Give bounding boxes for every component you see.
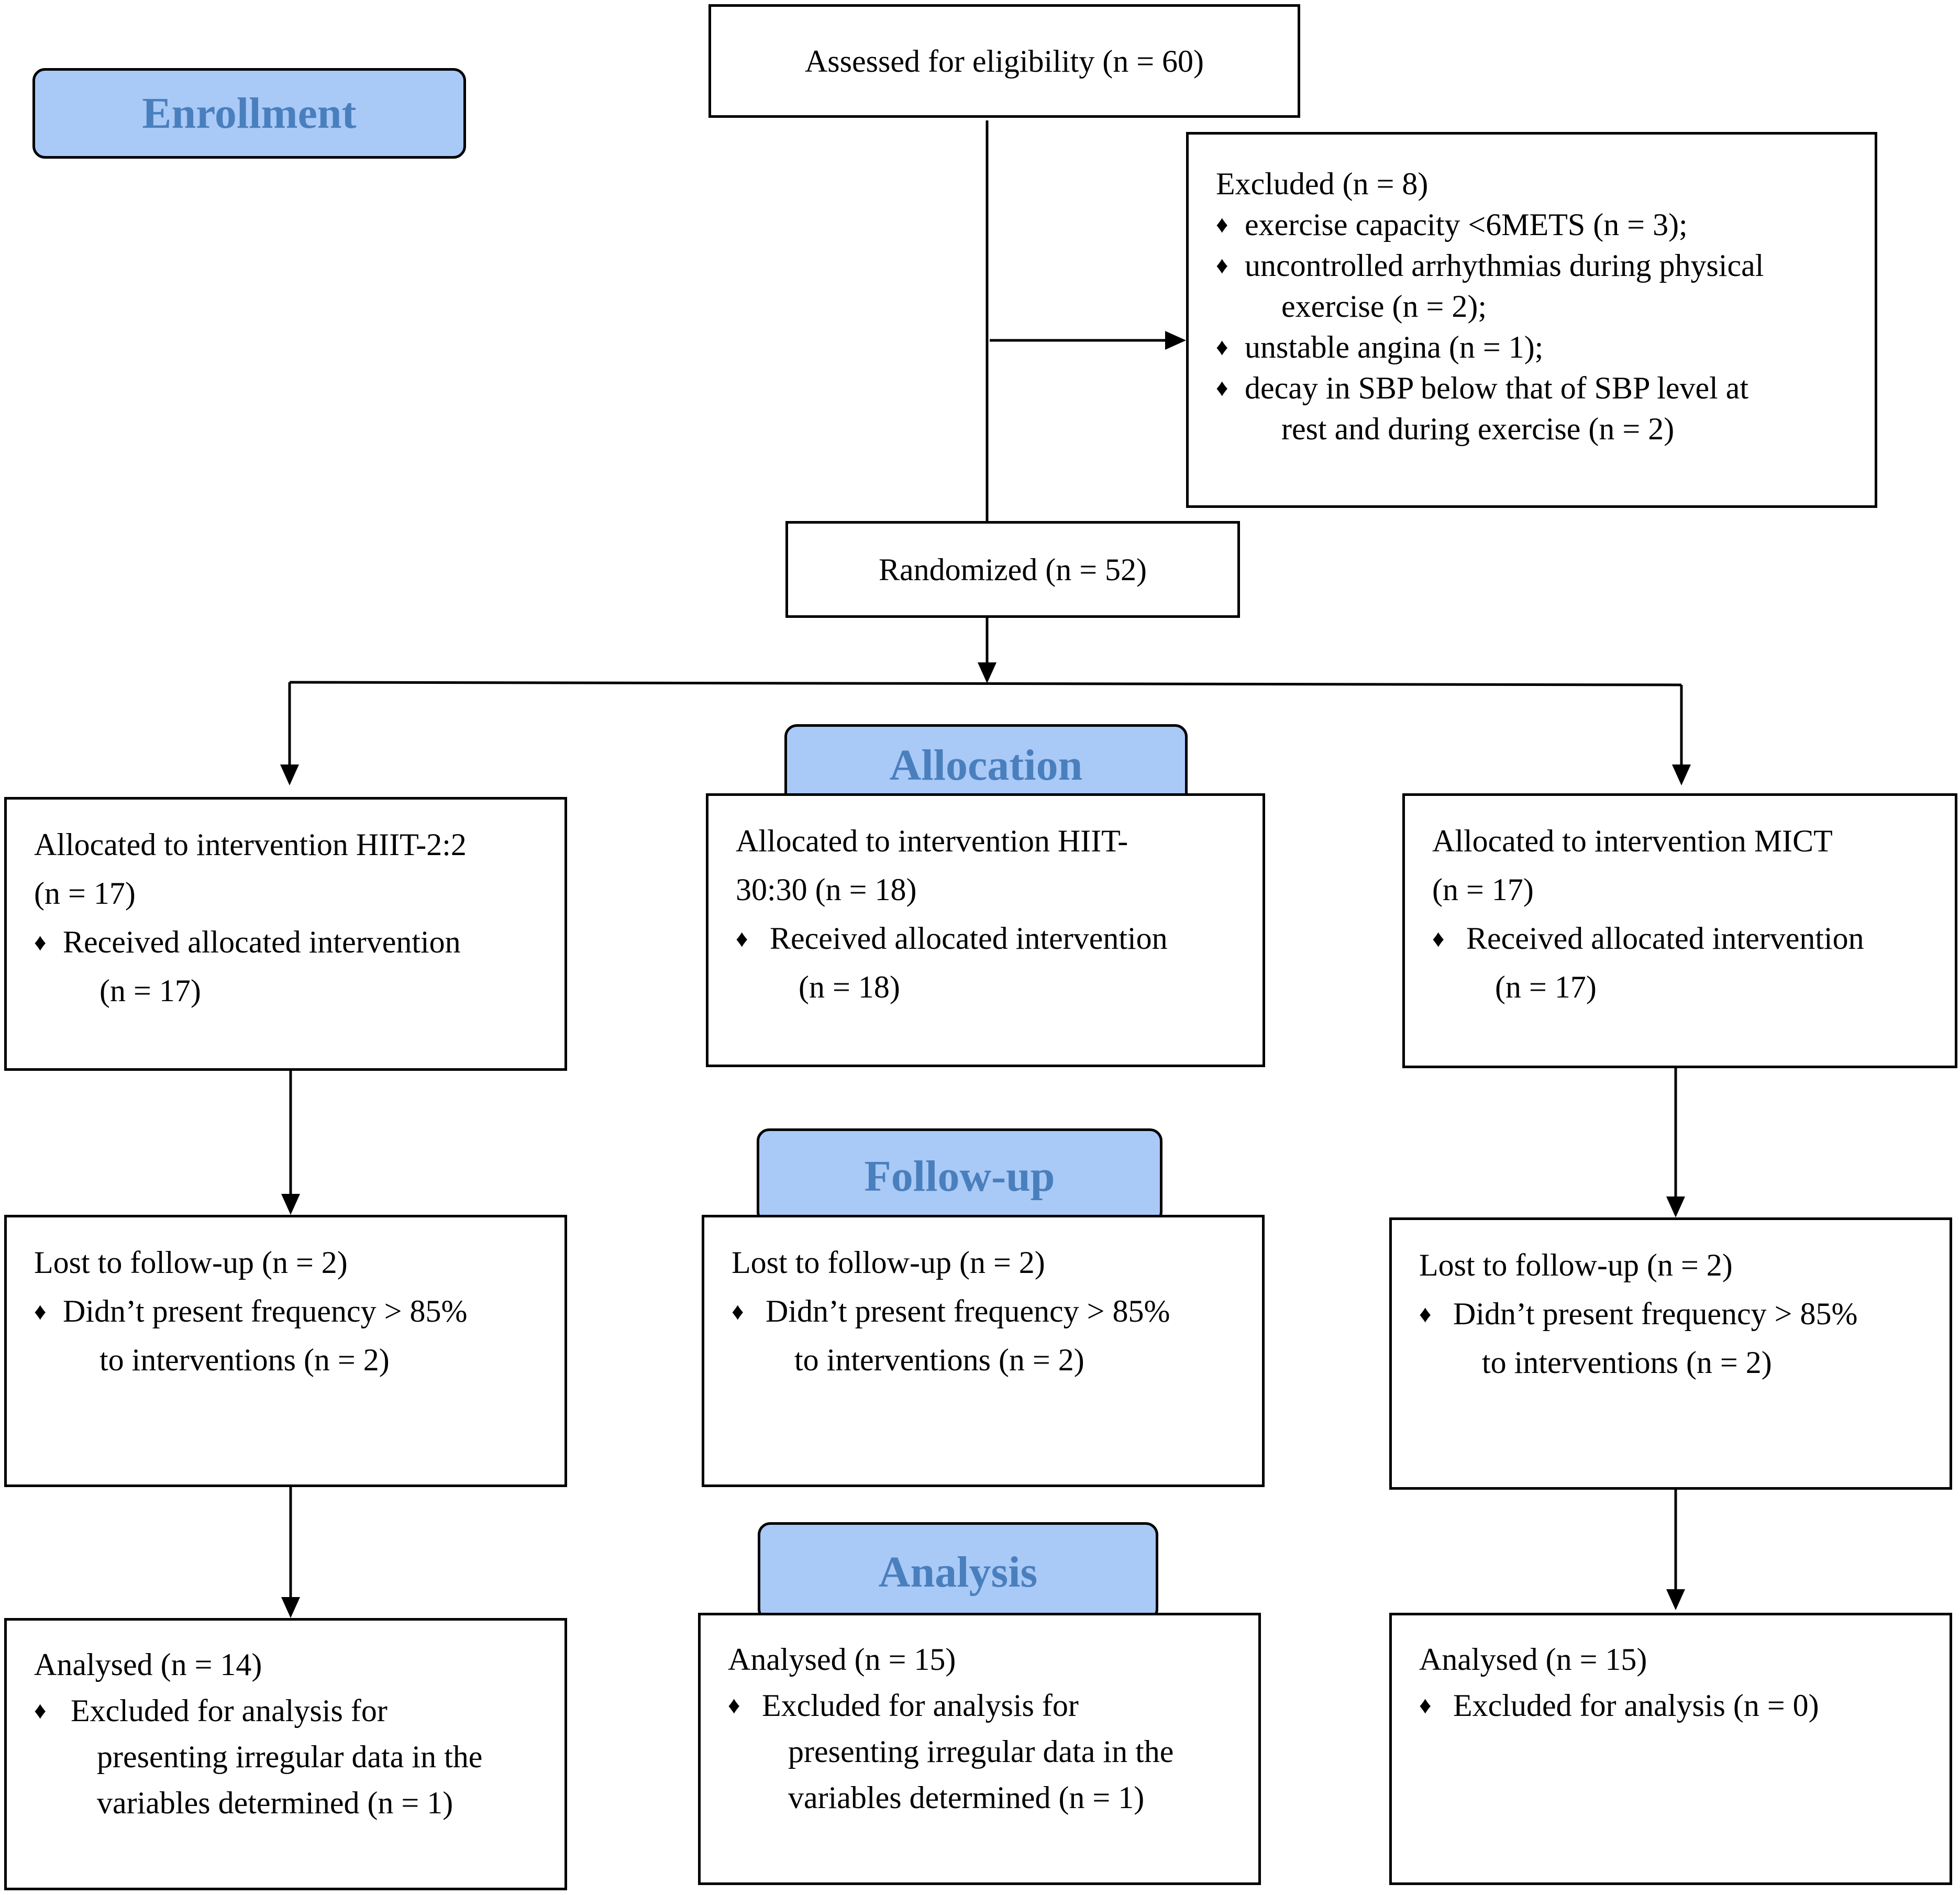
analysis-item-text: Excluded for analysis for [762, 1688, 1079, 1723]
left-branch-arrowhead [280, 764, 299, 785]
allocation-title: Allocated to intervention MICT [1432, 824, 1833, 858]
bullet-diamond-icon: ♦ [34, 1697, 47, 1724]
excluded-item-line: unstable angina (n = 1); [1245, 330, 1544, 364]
stage-followup: Follow-up [757, 1128, 1162, 1224]
allocation-item-count: (n = 17) [99, 973, 201, 1008]
bullet-diamond-icon: ♦ [1216, 252, 1228, 279]
followup-title: Lost to follow-up (n = 2) [34, 1245, 348, 1280]
exclusion-arrowhead [1165, 331, 1186, 350]
excluded-item-line: uncontrolled arrhythmias during physical [1245, 248, 1764, 283]
allocation-item-count: (n = 18) [799, 970, 900, 1004]
analysis-item: ♦ Excluded for analysis (n = 0) [1419, 1682, 1934, 1728]
bullet-diamond-icon: ♦ [1216, 334, 1228, 360]
excluded-item-line: decay in SBP below that of SBP level at [1245, 371, 1749, 405]
bullet-diamond-icon: ♦ [1432, 925, 1445, 952]
stage-analysis: Analysis [758, 1522, 1158, 1622]
excluded-item-continuation: rest and during exercise (n = 2) [1281, 412, 1675, 446]
analysis-item-text: Excluded for analysis (n = 0) [1453, 1688, 1819, 1723]
allocation-item-count: (n = 17) [1495, 970, 1597, 1004]
assessed-text: Assessed for eligibility (n = 60) [804, 43, 1204, 79]
allocation-item: ♦ Received allocated intervention (n = 1… [1432, 914, 1939, 1012]
right-followup-arrowhead [1666, 1589, 1685, 1610]
analysis-item-text: Excluded for analysis for [71, 1693, 387, 1728]
followup-item-text: Didn’t present frequency > 85% [1453, 1296, 1858, 1331]
allocation-box-middle: Allocated to intervention HIIT- 30:30 (n… [706, 793, 1265, 1067]
allocation-title: Allocated to intervention HIIT-2:2 [34, 827, 467, 862]
analysis-item: ♦ Excluded for analysis for presenting i… [34, 1688, 549, 1826]
right-branch-arrowhead [1672, 764, 1691, 785]
analysis-title: Analysed (n = 14) [34, 1647, 262, 1682]
followup-item-cont: to interventions (n = 2) [1482, 1345, 1772, 1380]
allocation-item-text: Received allocated intervention [63, 925, 461, 959]
analysis-item-cont: presenting irregular data in the [97, 1739, 483, 1774]
excluded-title: Excluded (n = 8) [1216, 167, 1429, 201]
excluded-item-continuation: exercise (n = 2); [1281, 289, 1487, 324]
analysis-item-cont: variables determined (n = 1) [788, 1780, 1145, 1815]
analysis-box-middle: Analysed (n = 15) ♦ Excluded for analysi… [698, 1613, 1261, 1885]
bullet-diamond-icon: ♦ [34, 1298, 47, 1325]
excluded-item: ♦ unstable angina (n = 1); [1216, 327, 1854, 368]
followup-item: ♦ Didn’t present frequency > 85% to inte… [34, 1287, 549, 1384]
excluded-item: ♦ uncontrolled arrhythmias during physic… [1216, 245, 1854, 327]
randomized-text: Randomized (n = 52) [878, 552, 1147, 587]
excluded-item-line: exercise capacity <6METS (n = 3); [1245, 207, 1688, 242]
excluded-item: ♦ exercise capacity <6METS (n = 3); [1216, 204, 1854, 245]
followup-item: ♦ Didn’t present frequency > 85% to inte… [732, 1287, 1246, 1384]
randomized-box: Randomized (n = 52) [785, 521, 1240, 618]
assessed-box: Assessed for eligibility (n = 60) [708, 4, 1300, 118]
followup-item-text: Didn’t present frequency > 85% [63, 1294, 468, 1328]
randomize-arrowhead [978, 662, 996, 683]
analysis-item: ♦ Excluded for analysis for presenting i… [728, 1682, 1243, 1821]
followup-box-middle: Lost to follow-up (n = 2) ♦ Didn’t prese… [702, 1215, 1265, 1487]
bullet-diamond-icon: ♦ [1216, 211, 1228, 238]
allocation-item: ♦ Received allocated intervention (n = 1… [736, 914, 1247, 1012]
allocation-item-text: Received allocated intervention [770, 921, 1168, 956]
followup-title: Lost to follow-up (n = 2) [732, 1245, 1045, 1280]
allocation-title-cont: (n = 17) [1432, 872, 1534, 907]
allocation-title-cont: (n = 17) [34, 876, 136, 911]
allocation-box-right: Allocated to intervention MICT (n = 17) … [1402, 793, 1957, 1068]
allocation-box-left: Allocated to intervention HIIT-2:2 (n = … [4, 797, 567, 1071]
left-alloc-arrowhead [281, 1194, 300, 1215]
bullet-diamond-icon: ♦ [1419, 1692, 1432, 1719]
followup-item-cont: to interventions (n = 2) [99, 1343, 390, 1377]
bullet-diamond-icon: ♦ [736, 925, 748, 952]
allocation-title: Allocated to intervention HIIT- [736, 824, 1128, 858]
bullet-diamond-icon: ♦ [34, 929, 47, 956]
allocation-item: ♦ Received allocated intervention (n = 1… [34, 918, 549, 1015]
left-followup-arrowhead [281, 1597, 300, 1618]
analysis-item-cont: variables determined (n = 1) [97, 1786, 453, 1820]
followup-box-left: Lost to follow-up (n = 2) ♦ Didn’t prese… [4, 1215, 567, 1487]
allocation-title-cont: 30:30 (n = 18) [736, 872, 917, 907]
analysis-box-right: Analysed (n = 15) ♦ Excluded for analysi… [1389, 1613, 1952, 1885]
analysis-title: Analysed (n = 15) [1419, 1642, 1647, 1677]
split-line [289, 681, 1682, 686]
analysis-item-cont: presenting irregular data in the [788, 1734, 1174, 1769]
excluded-item: ♦ decay in SBP below that of SBP level a… [1216, 368, 1854, 449]
right-alloc-arrowhead [1666, 1196, 1685, 1217]
followup-box-right: Lost to follow-up (n = 2) ♦ Didn’t prese… [1389, 1217, 1952, 1490]
bullet-diamond-icon: ♦ [1216, 374, 1228, 401]
analysis-box-left: Analysed (n = 14) ♦ Excluded for analysi… [4, 1618, 567, 1890]
followup-item-text: Didn’t present frequency > 85% [766, 1294, 1170, 1328]
bullet-diamond-icon: ♦ [1419, 1301, 1432, 1327]
analysis-title: Analysed (n = 15) [728, 1642, 956, 1677]
followup-title: Lost to follow-up (n = 2) [1419, 1248, 1733, 1282]
allocation-item-text: Received allocated intervention [1466, 921, 1864, 956]
stage-enrollment: Enrollment [32, 68, 466, 159]
followup-item-cont: to interventions (n = 2) [794, 1343, 1084, 1377]
bullet-diamond-icon: ♦ [732, 1298, 744, 1325]
followup-item: ♦ Didn’t present frequency > 85% to inte… [1419, 1290, 1934, 1387]
bullet-diamond-icon: ♦ [728, 1692, 740, 1719]
excluded-box: Excluded (n = 8) ♦ exercise capacity <6M… [1186, 132, 1877, 508]
